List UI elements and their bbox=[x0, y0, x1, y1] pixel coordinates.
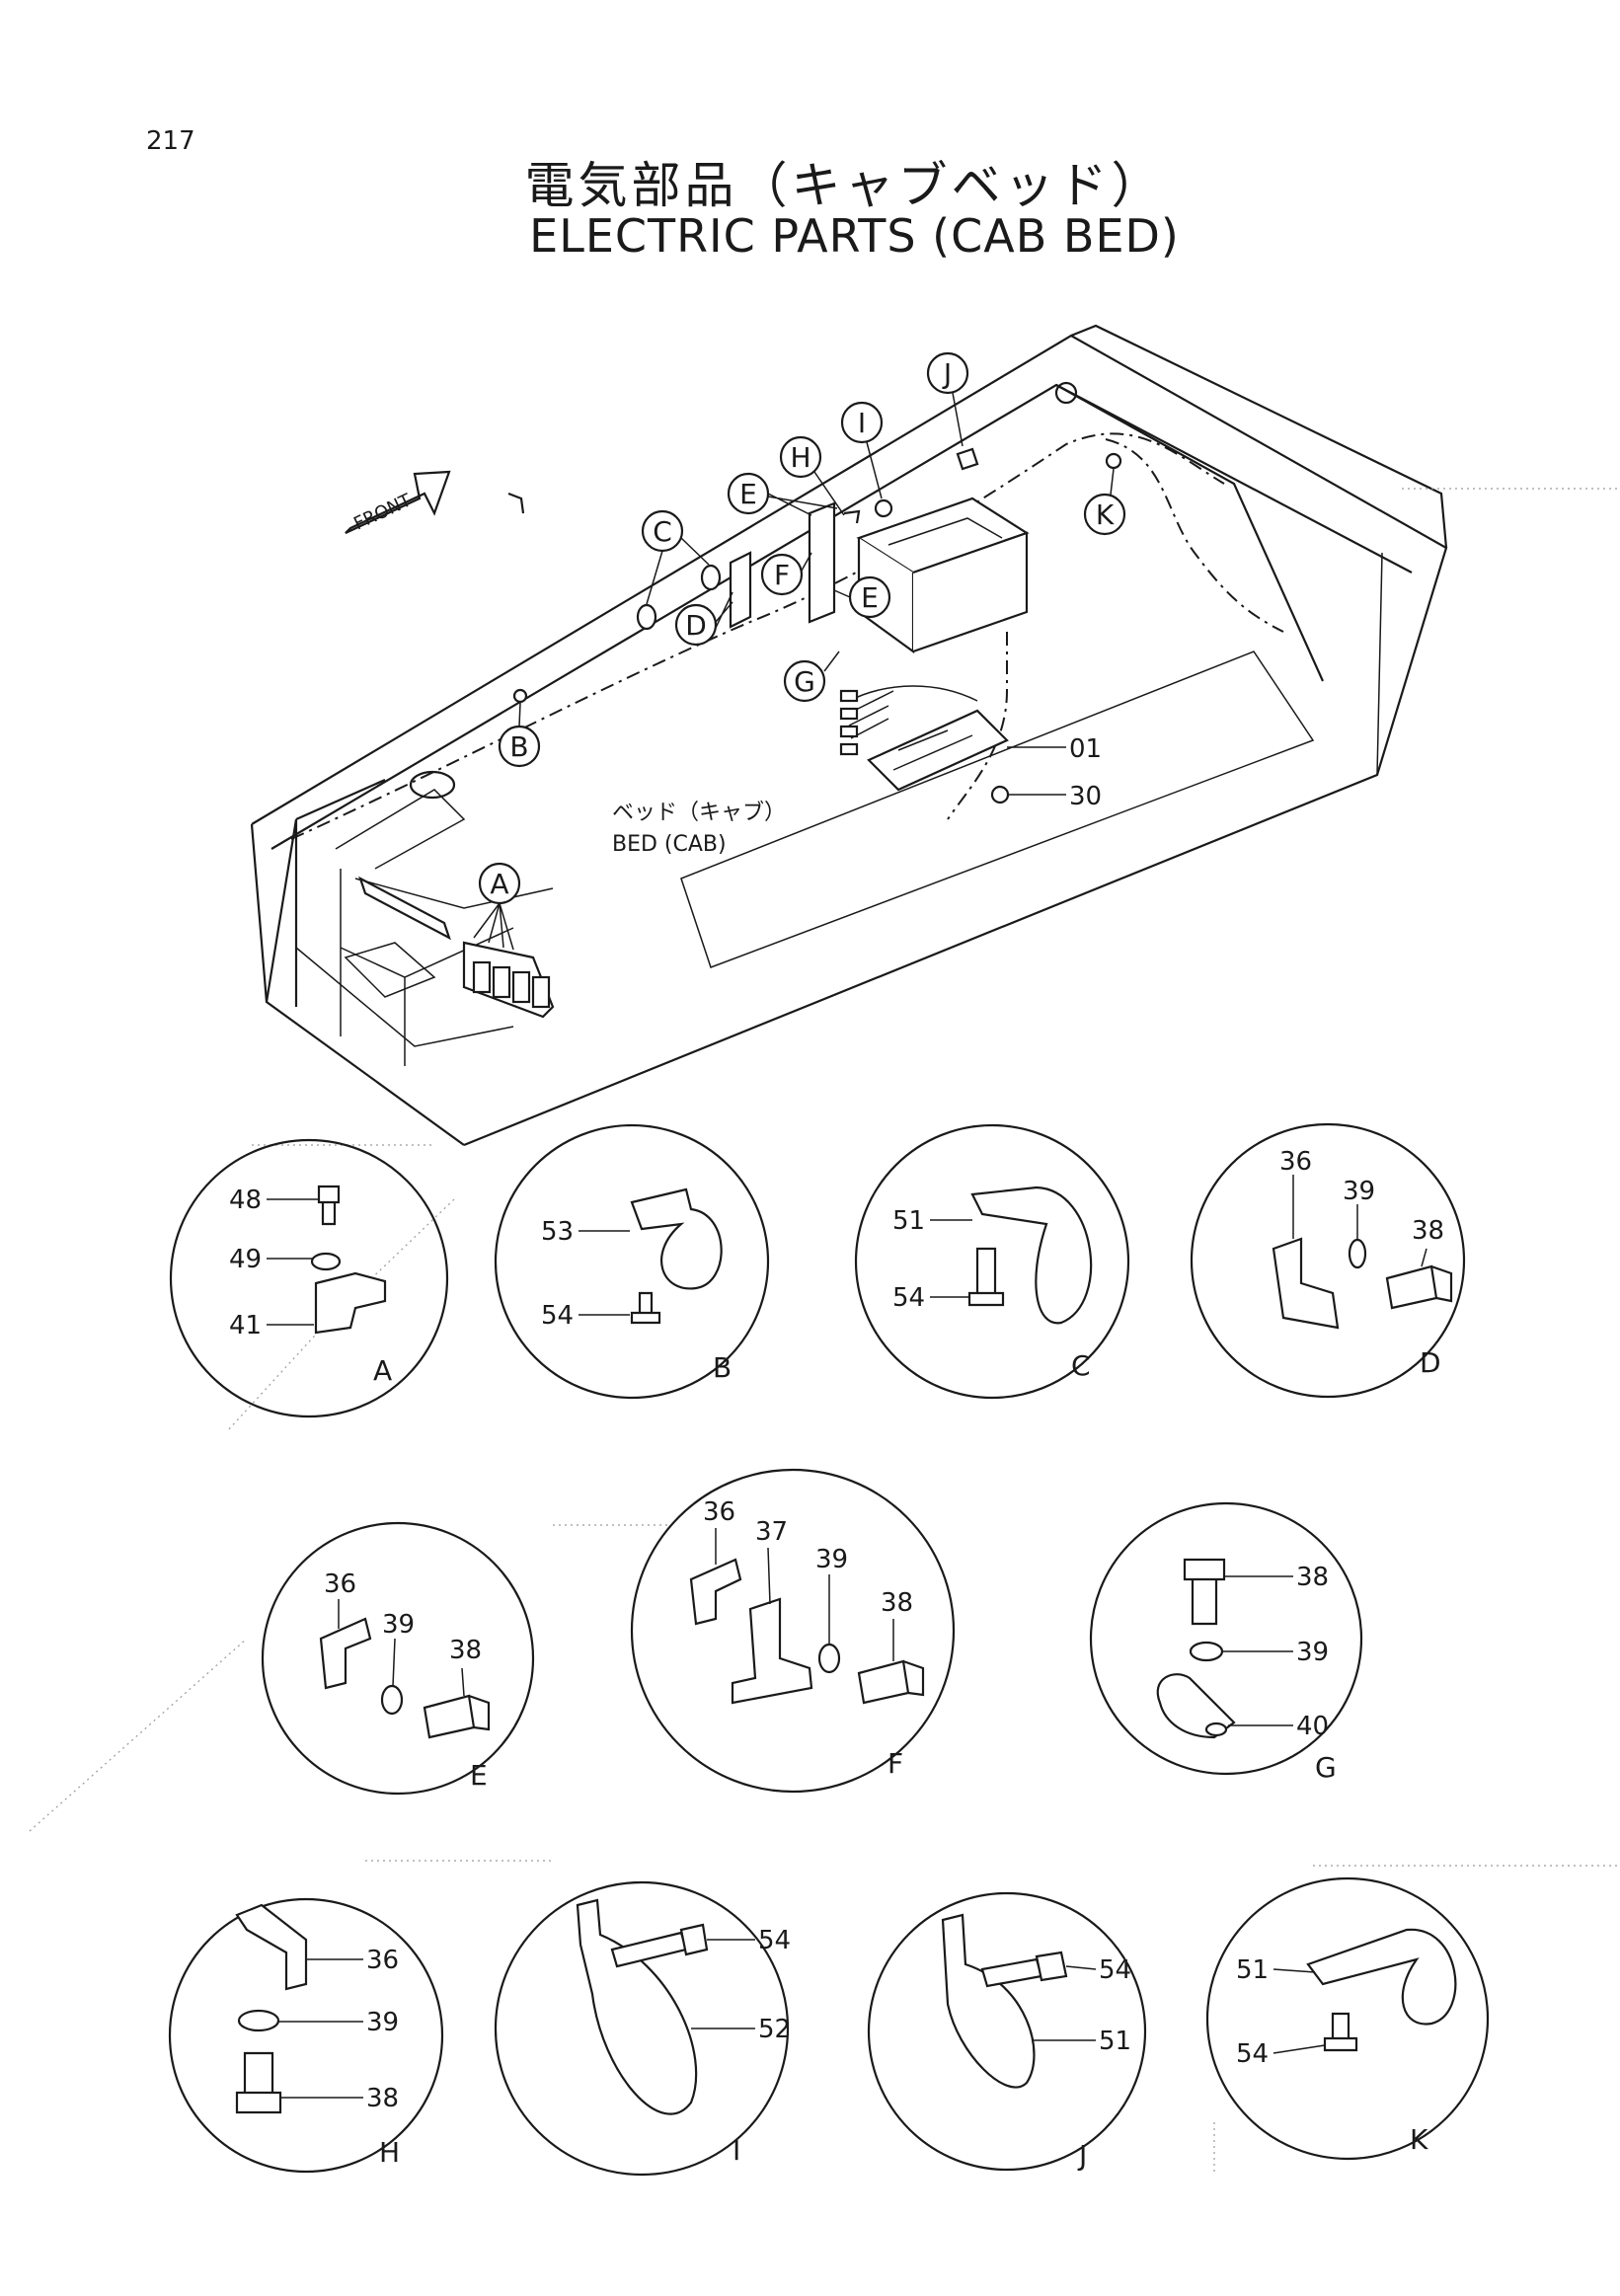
svg-text:51: 51 bbox=[892, 1206, 925, 1236]
callout-b[interactable]: B bbox=[498, 702, 541, 768]
svg-text:53: 53 bbox=[541, 1217, 574, 1247]
svg-text:40: 40 bbox=[1296, 1712, 1329, 1741]
front-direction-arrow: FRONT bbox=[345, 470, 451, 535]
svg-text:48: 48 bbox=[229, 1186, 262, 1215]
detail-k-label: K bbox=[1410, 2123, 1428, 2156]
svg-text:54: 54 bbox=[892, 1283, 925, 1313]
svg-text:36: 36 bbox=[1279, 1147, 1312, 1177]
detail-f: F 36 37 39 38 bbox=[630, 1468, 956, 1794]
svg-text:H: H bbox=[790, 441, 810, 474]
detail-e: E 36 39 38 bbox=[261, 1521, 535, 1796]
detail-f-label: F bbox=[887, 1747, 903, 1780]
svg-text:C: C bbox=[653, 515, 672, 548]
svg-text:FRONT: FRONT bbox=[350, 490, 416, 534]
detail-j: J 54 51 bbox=[867, 1891, 1147, 2172]
detail-k: K 51 54 bbox=[1205, 1876, 1490, 2161]
callout-c[interactable]: C bbox=[641, 509, 710, 605]
callout-g[interactable]: G bbox=[783, 651, 840, 703]
callout-e-lower[interactable]: E bbox=[833, 575, 891, 619]
callout-j[interactable]: J bbox=[926, 351, 969, 447]
detail-g: G 38 39 40 bbox=[1089, 1501, 1363, 1784]
electric-box bbox=[856, 497, 1030, 654]
svg-text:01: 01 bbox=[1069, 734, 1102, 764]
detail-a-label: A bbox=[373, 1354, 392, 1387]
svg-text:38: 38 bbox=[366, 2084, 399, 2113]
callout-d[interactable]: D bbox=[674, 591, 733, 647]
part-01-label: 01 bbox=[1007, 734, 1102, 764]
relay-assembly bbox=[839, 685, 1010, 804]
svg-text:39: 39 bbox=[1343, 1177, 1375, 1206]
detail-h: H 36 39 38 bbox=[168, 1897, 444, 2174]
svg-text:36: 36 bbox=[366, 1946, 399, 1975]
svg-text:38: 38 bbox=[881, 1588, 913, 1618]
callout-h[interactable]: H bbox=[779, 435, 845, 516]
callout-k[interactable]: K bbox=[1083, 468, 1126, 536]
detail-i: I 54 52 bbox=[494, 1880, 791, 2177]
part-30-label: 30 bbox=[1009, 782, 1102, 811]
cab-front-rack bbox=[344, 876, 555, 1019]
bed-label-english: BED (CAB) bbox=[612, 832, 727, 857]
svg-text:39: 39 bbox=[815, 1545, 848, 1574]
svg-text:38: 38 bbox=[1412, 1216, 1444, 1246]
svg-text:36: 36 bbox=[324, 1569, 356, 1599]
detail-a: A 48 49 41 bbox=[169, 1138, 449, 1418]
callout-i[interactable]: I bbox=[840, 401, 884, 499]
svg-text:49: 49 bbox=[229, 1245, 262, 1274]
svg-text:30: 30 bbox=[1069, 782, 1102, 811]
detail-c: C 51 54 bbox=[854, 1123, 1130, 1400]
page-number: 217 bbox=[146, 126, 195, 156]
callout-e-upper[interactable]: E bbox=[727, 472, 838, 516]
svg-text:37: 37 bbox=[755, 1517, 788, 1547]
svg-text:36: 36 bbox=[703, 1497, 735, 1527]
detail-g-label: G bbox=[1315, 1751, 1337, 1784]
svg-text:K: K bbox=[1096, 498, 1115, 531]
detail-e-label: E bbox=[470, 1759, 488, 1792]
svg-text:D: D bbox=[685, 609, 707, 642]
svg-text:41: 41 bbox=[229, 1311, 262, 1340]
svg-text:B: B bbox=[509, 730, 528, 763]
svg-text:A: A bbox=[490, 868, 508, 900]
svg-text:39: 39 bbox=[366, 2008, 399, 2037]
svg-text:J: J bbox=[942, 357, 952, 390]
page-title-japanese: 電気部品（キャブベッド） bbox=[524, 157, 1165, 214]
detail-d: D 36 39 38 bbox=[1190, 1122, 1466, 1399]
svg-text:E: E bbox=[739, 478, 757, 510]
svg-text:G: G bbox=[794, 665, 815, 698]
detail-i-label: I bbox=[733, 2134, 740, 2167]
svg-text:54: 54 bbox=[1236, 2039, 1269, 2069]
cab-bed-assembly: FRONT bbox=[29, 324, 1620, 2172]
page-title-english: ELECTRIC PARTS (CAB BED) bbox=[529, 209, 1180, 263]
callout-f[interactable]: F bbox=[760, 552, 812, 596]
detail-b-label: B bbox=[713, 1351, 732, 1384]
svg-text:E: E bbox=[861, 581, 879, 614]
svg-text:39: 39 bbox=[1296, 1638, 1329, 1667]
svg-text:I: I bbox=[858, 407, 866, 439]
bed-label-japanese: ベッド（キャブ） bbox=[612, 801, 786, 825]
svg-text:38: 38 bbox=[449, 1636, 482, 1665]
svg-text:51: 51 bbox=[1099, 2027, 1131, 2056]
detail-h-label: H bbox=[379, 2136, 400, 2169]
svg-text:39: 39 bbox=[382, 1610, 415, 1640]
svg-text:54: 54 bbox=[541, 1301, 574, 1331]
svg-text:54: 54 bbox=[1099, 1955, 1131, 1985]
svg-text:54: 54 bbox=[758, 1926, 791, 1955]
svg-text:52: 52 bbox=[758, 2015, 791, 2044]
detail-c-label: C bbox=[1071, 1349, 1091, 1382]
callout-a[interactable]: A bbox=[473, 862, 521, 951]
svg-text:51: 51 bbox=[1236, 1955, 1269, 1985]
detail-d-label: D bbox=[1420, 1346, 1441, 1379]
detail-b: B 53 54 bbox=[494, 1123, 770, 1400]
detail-j-label: J bbox=[1077, 2139, 1087, 2172]
svg-text:F: F bbox=[774, 559, 790, 591]
svg-text:38: 38 bbox=[1296, 1563, 1329, 1592]
